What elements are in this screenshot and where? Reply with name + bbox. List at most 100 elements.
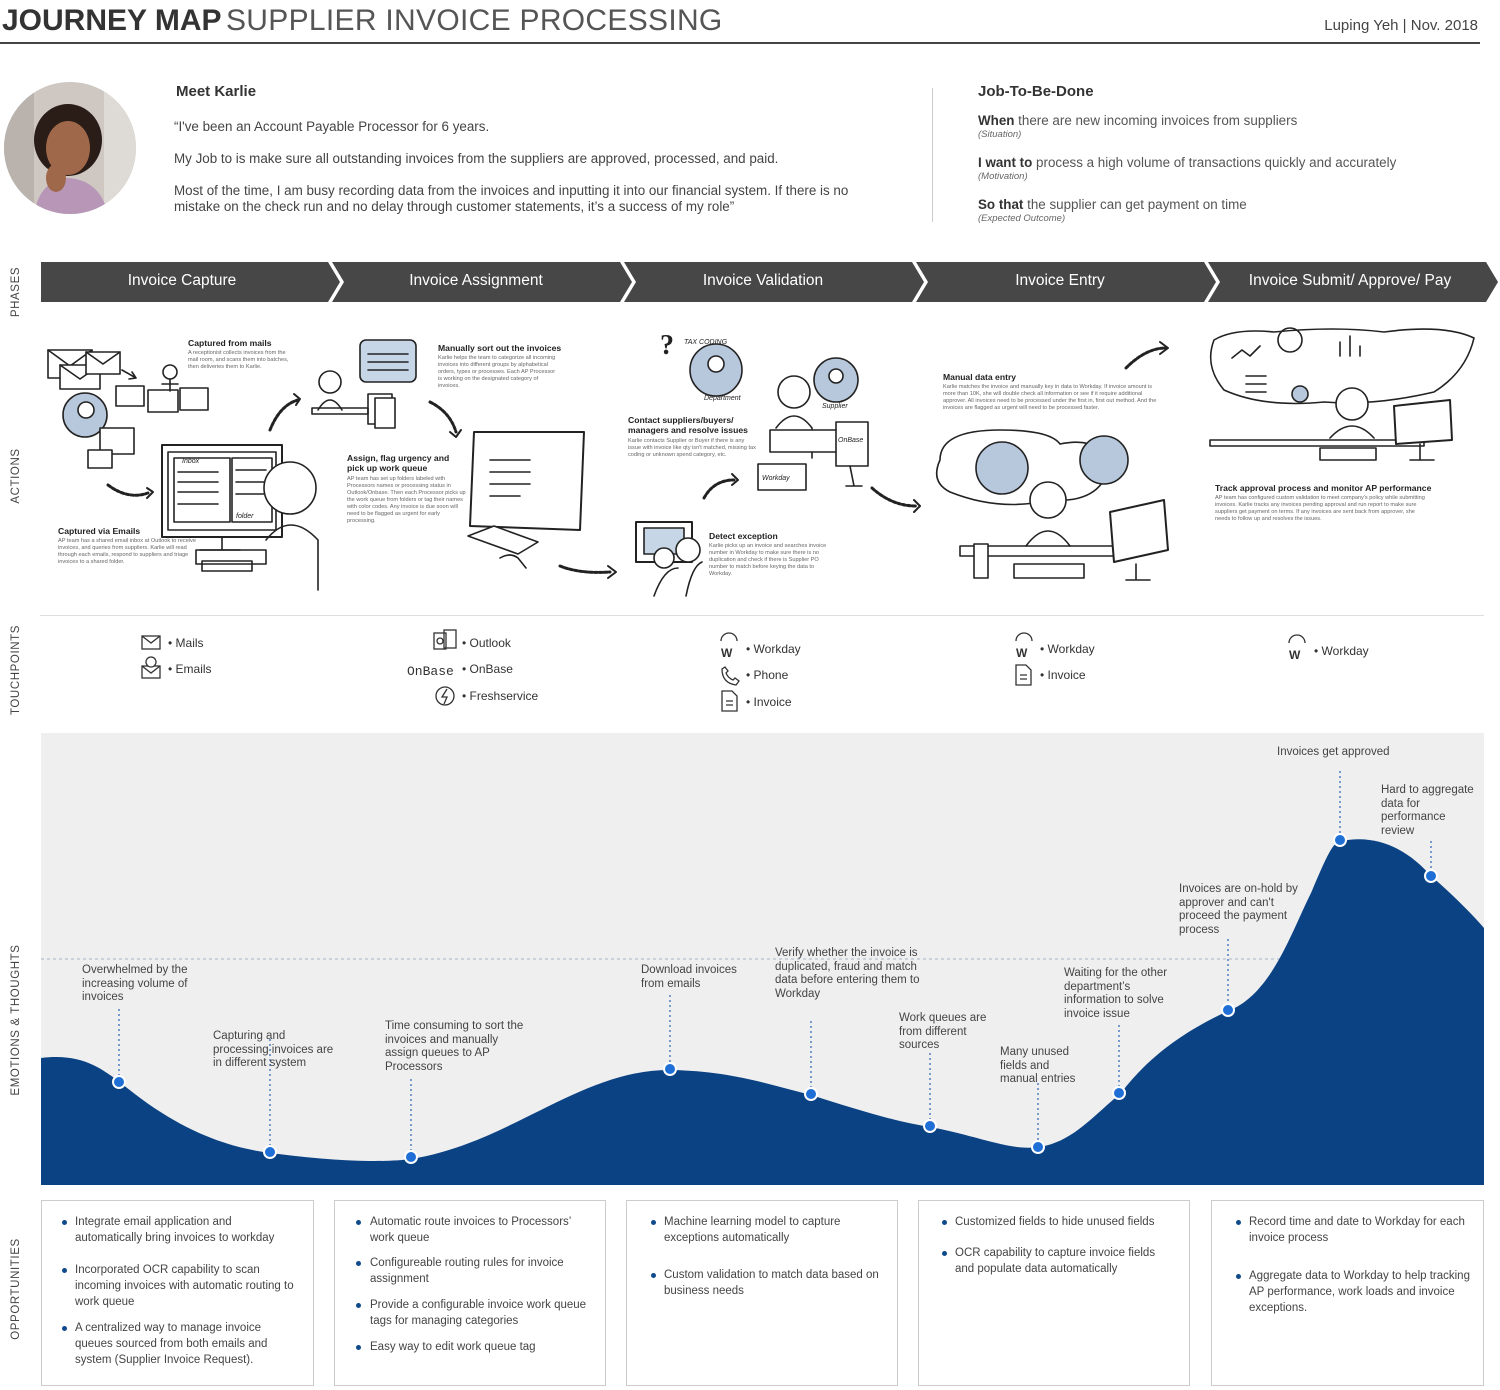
row-label-opportunities: OPPORTUNITIES — [10, 1238, 22, 1340]
action-contact-desc: Karlie contacts Supplier or Buyer if the… — [628, 438, 756, 458]
opportunities-submit — [1211, 1200, 1484, 1386]
emotion-label-9: Invoices are on-hold by approver and can… — [1179, 883, 1298, 936]
dotted-arrow-6 — [870, 486, 918, 508]
opportunities-capture — [41, 1200, 314, 1386]
emotion-label-4: Download invoices from emails — [641, 964, 737, 990]
opp-bullet — [942, 1251, 947, 1256]
at-envelope-icon — [141, 656, 161, 679]
emotion-label-2: Capturing and processing invoices are in… — [213, 1030, 334, 1069]
tp-submit-1: • Workday — [1314, 644, 1369, 658]
tp-valid-1: • Workday — [746, 642, 801, 656]
phone-icon — [721, 666, 740, 686]
jtbd-want-text: process a high volume of transactions qu… — [1032, 155, 1397, 170]
sketch-inbox-label: Inbox — [182, 458, 200, 465]
opp-bullet — [356, 1261, 361, 1266]
dotted-arrow-2 — [268, 398, 300, 432]
svg-text:W: W — [1289, 648, 1301, 662]
emotion-label-8: Waiting for the other department’s infor… — [1064, 967, 1168, 1020]
opp-bullet — [651, 1273, 656, 1278]
row-label-emotions: EMOTIONS & THOUGHTS — [10, 944, 22, 1096]
opportunities-validation — [626, 1200, 898, 1386]
persona-quote-3b: mistake on the check run and no delay th… — [174, 199, 735, 214]
action-assign-title: Assign, flag urgency and pick up work qu… — [347, 453, 450, 473]
opp-bullet — [356, 1220, 361, 1225]
opp-bullet — [62, 1220, 67, 1225]
actions-divider — [40, 615, 1484, 616]
opp-bullet — [651, 1220, 656, 1225]
opp-assign-3: Provide a configurable invoice work queu… — [370, 1299, 587, 1327]
tp-capture-2: • Emails — [168, 662, 212, 676]
opp-capture-3: A centralized way to manage invoice queu… — [75, 1322, 268, 1366]
emotion-point-10 — [1333, 833, 1347, 847]
opp-assign-2: Configureable routing rules for invoice … — [370, 1257, 564, 1285]
emotion-label-5: Verify whether the invoice is duplicated… — [775, 947, 920, 1000]
phase-capture: Invoice Capture — [127, 272, 237, 289]
jtbd-want: I want to process a high volume of trans… — [978, 155, 1396, 170]
opportunities-entry — [918, 1200, 1190, 1386]
sketch-onbase-label: OnBase — [838, 437, 863, 444]
emotion-point-11 — [1424, 869, 1438, 883]
svg-text:W: W — [1016, 646, 1028, 660]
onbase-logo: OnBase — [407, 664, 454, 679]
jtbd-want-lead: I want to — [978, 155, 1033, 170]
tp-valid-3: • Invoice — [746, 695, 792, 709]
emotion-label-1: Overwhelmed by the increasing volume of … — [82, 964, 188, 1003]
touchpoint-icons: W W W OnBase — [141, 629, 1306, 712]
action-track-desc: AP team has configured custom validation… — [1215, 495, 1425, 522]
tp-submit-1-label: Workday — [1321, 644, 1369, 658]
arrow-sketch — [121, 369, 137, 380]
emotion-point-9 — [1221, 1003, 1235, 1017]
emotion-point-6 — [923, 1119, 937, 1133]
tp-capture-1: • Mails — [168, 636, 204, 650]
opp-assign-1: Automatic route invoices to Processors’ … — [370, 1216, 571, 1244]
jtbd-when-sub: (Situation) — [978, 129, 1022, 140]
phase-chevron-5 — [1208, 262, 1498, 302]
tp-valid-3-label: Invoice — [753, 695, 792, 709]
action-mails-title: Captured from mails — [188, 338, 272, 348]
jtbd-when: When there are new incoming invoices fro… — [978, 113, 1297, 128]
tp-assign-2: • OnBase — [462, 662, 513, 676]
thought-cloud-sketch — [1209, 327, 1475, 461]
opp-bullet — [356, 1345, 361, 1350]
action-detect-title: Detect exception — [709, 531, 778, 541]
opp-valid-1: Machine learning model to capture except… — [664, 1216, 841, 1244]
persona-quote-3a: Most of the time, I am busy recording da… — [174, 183, 849, 198]
emotion-label-6: Work queues are from different sources — [899, 1012, 987, 1051]
action-sort-title: Manually sort out the invoices — [438, 343, 562, 353]
tp-assign-1-label: Outlook — [469, 636, 511, 650]
tp-assign-3: • Freshservice — [462, 689, 539, 703]
phase-chevron-2 — [332, 262, 632, 302]
receptionist-sketch — [115, 364, 209, 413]
dotted-arrow-5 — [702, 478, 736, 500]
jtbd-so-lead: So that — [978, 197, 1024, 212]
workday-icon-submit: W — [1288, 634, 1306, 662]
tp-entry-2-label: Invoice — [1047, 668, 1086, 682]
phase-chevron-1 — [41, 262, 340, 302]
page-subtitle: SUPPLIER INVOICE PROCESSING — [226, 4, 723, 37]
emotion-label-7: Many unused fields and manual entries — [1000, 1046, 1076, 1085]
emotion-curve — [41, 771, 1484, 1185]
jtbd-so-sub: (Expected Outcome) — [978, 213, 1066, 224]
detect-people-sketch — [635, 521, 703, 597]
phase-submit: Invoice Submit/ Approve/ Pay — [1248, 272, 1452, 289]
tp-entry-1-label: Workday — [1047, 642, 1095, 656]
tp-valid-1-label: Workday — [753, 642, 801, 656]
persona-avatar — [4, 82, 136, 214]
tp-assign-1: • Outlook — [462, 636, 511, 650]
outlook-icon — [433, 629, 457, 650]
dotted-arrow-7 — [1124, 346, 1168, 370]
emotion-point-7 — [1031, 1140, 1045, 1154]
action-entry-title: Manual data entry — [943, 372, 1017, 382]
tp-valid-2-label: Phone — [753, 668, 789, 682]
phase-entry: Invoice Entry — [1015, 272, 1105, 289]
sketch-tax-label: TAX CODING — [684, 339, 728, 346]
tax-person-sketch: ? — [660, 330, 869, 491]
opp-entry-2: OCR capability to capture invoice fields… — [955, 1247, 1156, 1275]
inbox-monitor-sketch — [161, 444, 319, 591]
opp-submit-2: Aggregate data to Workday to help tracki… — [1249, 1270, 1470, 1314]
dotted-arrow-3 — [428, 400, 458, 434]
phase-chevron-3 — [624, 262, 924, 302]
emotion-point-2 — [263, 1145, 277, 1159]
envelope-icon — [141, 635, 161, 650]
action-entry-desc: Karlie matches the invoice and manually … — [943, 384, 1157, 411]
